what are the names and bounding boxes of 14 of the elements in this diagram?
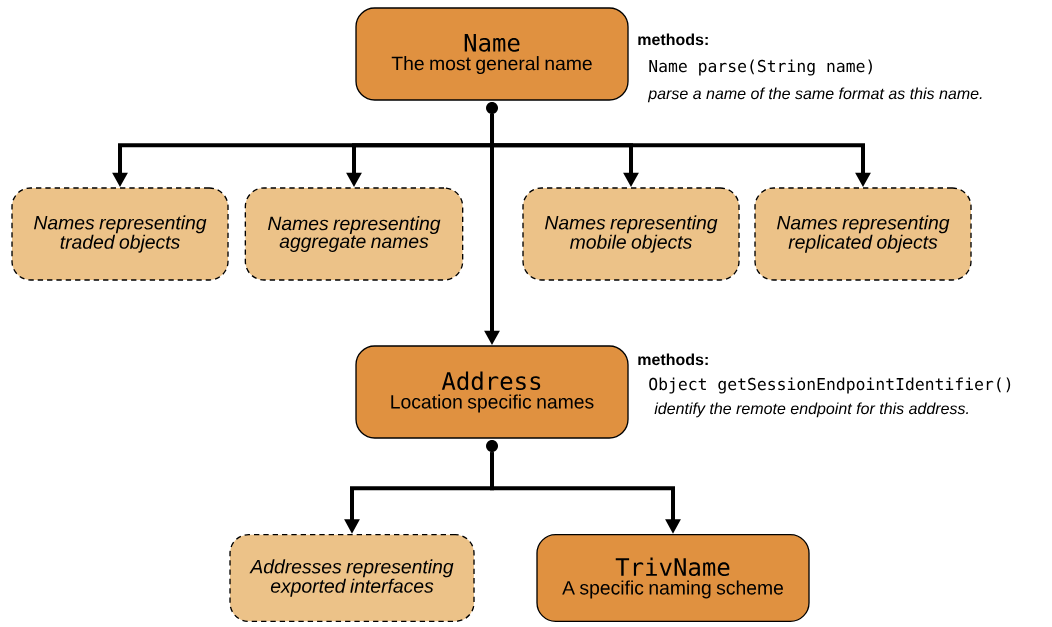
category-box: Names representing replicated objects	[754, 187, 972, 281]
category-box: Names representing mobile objects	[522, 187, 740, 281]
methods-heading: methods:	[638, 33, 708, 46]
category-box: Names representing traded objects	[11, 187, 229, 281]
class-box: Address Location specific names	[355, 345, 629, 439]
class-box: Name The most general name	[355, 7, 629, 101]
method-signature: Object getSessionEndpointIdentifier()	[649, 377, 1011, 394]
category-box: Names representing aggregate names	[244, 187, 464, 281]
class-box: TrivName A specific naming scheme	[536, 534, 810, 622]
category-box: Addresses representing exported interfaces	[229, 534, 475, 622]
method-description: parse a name of the same format as this name.	[647, 87, 982, 103]
methods-heading: methods:	[638, 353, 708, 366]
method-description: identify the remote endpoint for this address.	[654, 402, 968, 418]
method-signature: Name parse(String name)	[649, 59, 872, 76]
